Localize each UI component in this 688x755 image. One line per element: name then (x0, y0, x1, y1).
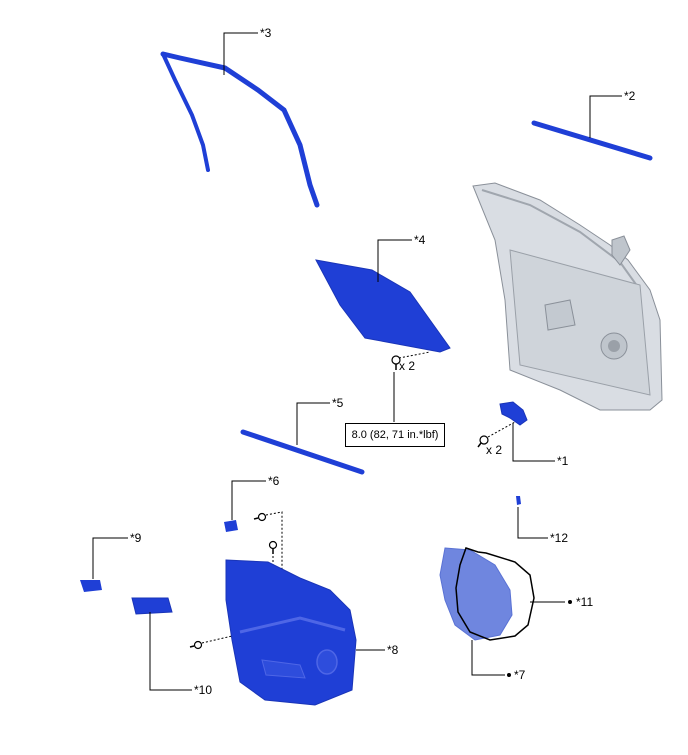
part-9-switch-base (80, 580, 102, 592)
callout-2: *2 (624, 89, 636, 103)
callout-6: *6 (268, 474, 280, 488)
callout-8: *8 (387, 643, 399, 657)
glass-bolt-icon (391, 355, 401, 370)
callout-3: *3 (260, 26, 272, 40)
glass-bolt-qty: x 2 (399, 359, 415, 373)
callout-11: *11 (576, 595, 593, 609)
bracket-bolt-qty: x 2 (486, 443, 502, 457)
callout-9: *9 (130, 531, 142, 545)
callout-4: *4 (414, 233, 426, 247)
callout-dots (507, 600, 572, 677)
part-3-glass-run (160, 51, 320, 208)
part-4-door-glass (315, 259, 451, 353)
callout-7: *7 (514, 668, 526, 682)
callout-5: *5 (332, 396, 344, 410)
part-1-bracket (499, 401, 528, 426)
part-8-door-trim (225, 559, 357, 706)
callout-12: *12 (550, 531, 568, 545)
part-7-service-cover (439, 547, 513, 641)
bracket-bolt-leader (487, 421, 516, 438)
callout-1: *1 (557, 454, 569, 468)
torque-spec-box: 8.0 (82, 71 in.*lbf) (345, 423, 445, 447)
part-11-sealant-outline (455, 547, 535, 641)
part-6-cover (224, 520, 238, 532)
bracket-bolt-icon (477, 435, 489, 448)
part-10-window-switch (131, 597, 173, 615)
part-2-belt-molding (531, 120, 653, 161)
glass-bolt-leader (398, 351, 431, 359)
trim-screw-icon (189, 512, 278, 650)
part-5-inner-belt (240, 429, 365, 475)
part-12-plug (516, 496, 521, 505)
callout-leaders (92, 32, 622, 691)
door-frame (472, 182, 663, 411)
callout-10: *10 (194, 683, 212, 697)
